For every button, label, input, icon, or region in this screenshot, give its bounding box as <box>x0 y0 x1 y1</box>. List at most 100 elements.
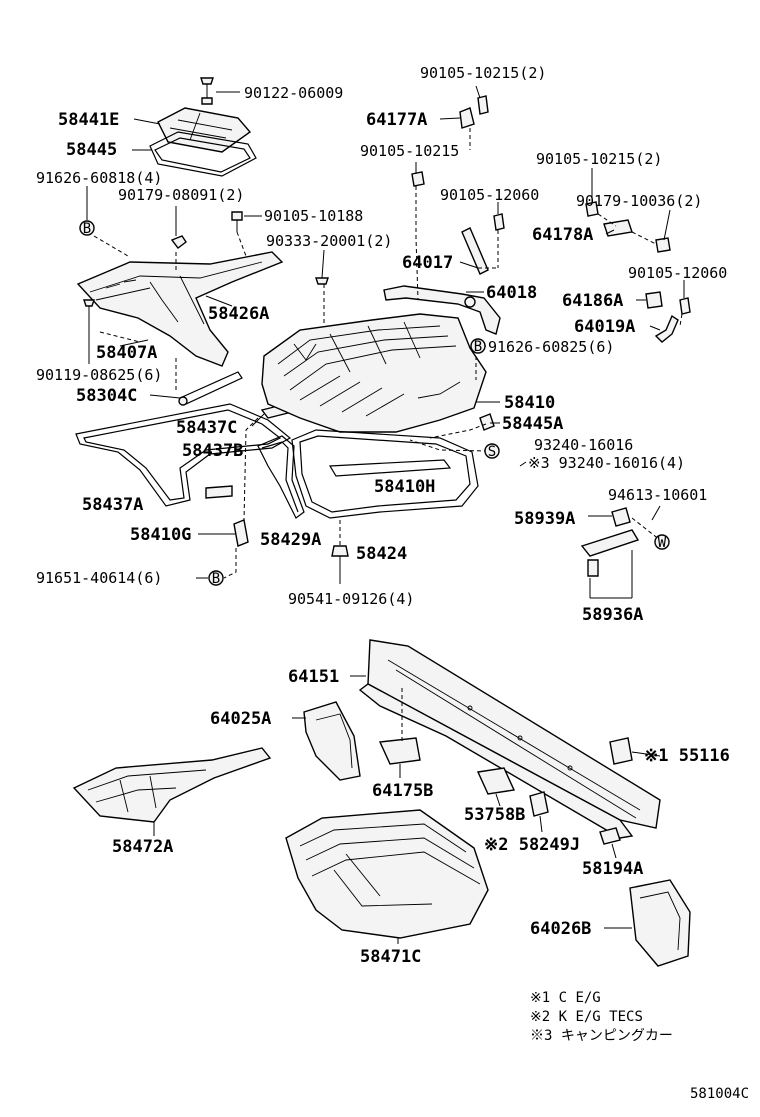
label-91651-40614-6: 91651-40614(6) <box>36 569 162 587</box>
bolt-90105-12060-icon <box>493 213 505 231</box>
marker-b-3-label: B <box>212 571 220 587</box>
part-64178a-bracket <box>603 219 633 237</box>
label-58471c: 58471C <box>360 947 421 967</box>
part-53758b-bracket <box>476 767 516 795</box>
label-58437b: 58437B <box>182 441 243 461</box>
part-64017-rod <box>461 227 489 275</box>
part-labels: 90105-10215(2) 90122-06009 64177A 58441E… <box>36 64 730 967</box>
part-58471c-panel <box>285 809 489 939</box>
label-58426a: 58426A <box>208 304 269 324</box>
label-58445: 58445 <box>66 140 117 160</box>
part-64151-cross-member <box>358 639 661 839</box>
label-53758b: 53758B <box>464 805 525 825</box>
label-90105-10215-2-right: 90105-10215(2) <box>536 150 662 168</box>
label-58429a: 58429A <box>260 530 321 550</box>
marker-b-1-label: B <box>83 221 91 237</box>
assembly-dashes <box>93 128 683 579</box>
grommet-90333-icon <box>315 277 329 285</box>
label-64026b: 64026B <box>530 919 591 939</box>
part-64025a-bracket <box>303 701 361 781</box>
label-58437c: 58437C <box>176 418 237 438</box>
marker-b-2: B <box>470 338 486 355</box>
label-58407a: 58407A <box>96 343 157 363</box>
label-58194a: 58194A <box>582 859 643 879</box>
note-2: ※2 K E/G TECS <box>530 1009 643 1025</box>
part-58437b-seal <box>205 485 233 499</box>
label-64019a: 64019A <box>574 317 635 337</box>
note-3: ※3 キャンピングカー <box>530 1028 673 1044</box>
part-58410g-clip <box>233 519 249 547</box>
marker-w: W <box>654 534 670 551</box>
label-64018: 64018 <box>486 283 537 303</box>
part-58472a-panel <box>72 747 272 823</box>
part-55116-bracket <box>609 737 633 765</box>
label-58410h: 58410H <box>374 477 435 497</box>
notes-legend: ※1 C E/G ※2 K E/G TECS ※3 キャンピングカー <box>530 990 673 1044</box>
label-64186a: 64186A <box>562 291 623 311</box>
label-64025a: 64025A <box>210 709 271 729</box>
part-64186a-clip <box>645 291 663 309</box>
part-58441e-cover <box>157 107 252 153</box>
label-94613-10601: 94613-10601 <box>608 486 707 504</box>
part-58445-gasket <box>149 131 257 177</box>
label-90105-10188: 90105-10188 <box>264 207 363 225</box>
label-58410: 58410 <box>504 393 555 413</box>
label-64175b: 64175B <box>372 781 433 801</box>
marker-b-3: B <box>208 570 224 587</box>
label-58472a: 58472A <box>112 837 173 857</box>
part-58249j-clip <box>529 791 549 817</box>
label-90541-09126-4: 90541-09126(4) <box>288 590 414 608</box>
label-93240-16016-4: ※3 93240-16016(4) <box>528 454 685 472</box>
label-90179-10036-2: 90179-10036(2) <box>576 192 702 210</box>
label-90105-12060-a: 90105-12060 <box>440 186 539 204</box>
label-58410g: 58410G <box>130 525 191 545</box>
label-64177a: 64177A <box>366 110 427 130</box>
label-58441e: 58441E <box>58 110 119 130</box>
label-90122-06009: 90122-06009 <box>244 84 343 102</box>
part-58936a-spacer <box>587 559 599 577</box>
bolt-90105-10215-icon <box>477 95 489 115</box>
grommet-90541-icon <box>331 545 349 557</box>
part-58936a-bracket <box>580 529 640 557</box>
note-1: ※1 C E/G <box>530 990 601 1006</box>
bolt-90105-10215-b-icon <box>411 171 425 187</box>
part-58410h-rail <box>328 459 452 477</box>
part-58424-rail <box>291 429 479 519</box>
part-58304c-strap <box>178 371 243 405</box>
part-64175b-bracket <box>378 737 421 765</box>
marker-b-1: B <box>79 220 95 237</box>
part-64177a-clip <box>459 107 475 129</box>
label-58936a: 58936A <box>582 605 643 625</box>
label-64017: 64017 <box>402 253 453 273</box>
part-58194a-plate <box>599 827 621 845</box>
part-58437a-seal <box>75 403 292 507</box>
marker-s: S <box>484 443 500 460</box>
bolt-94613-icon <box>611 507 631 527</box>
label-64178a: 64178A <box>532 225 593 245</box>
label-64151: 64151 <box>288 667 339 687</box>
label-93240-16016: 93240-16016 <box>534 436 633 454</box>
part-58429a-rail <box>257 435 305 519</box>
label-58249j: ※2 58249J <box>484 835 580 855</box>
part-64019a-rod <box>654 314 679 343</box>
label-91626-60818-4: 91626-60818(4) <box>36 169 162 187</box>
label-90105-10215-2-top: 90105-10215(2) <box>420 64 546 82</box>
label-58445a: 58445A <box>502 414 563 434</box>
label-90105-12060-b: 90105-12060 <box>628 264 727 282</box>
label-58304c: 58304C <box>76 386 137 406</box>
diagram-code: 581004C <box>690 1086 749 1102</box>
label-55116: ※1 55116 <box>644 746 730 766</box>
nut-90179-icon <box>170 235 187 249</box>
label-58424: 58424 <box>356 544 407 564</box>
clip-58445a-icon <box>479 413 495 431</box>
bolt-90105-12060-b-icon <box>679 297 691 315</box>
label-58939a: 58939A <box>514 509 575 529</box>
part-58407a-frame <box>76 251 284 367</box>
part-64026b-bracket <box>629 879 691 967</box>
label-90333-20001-2: 90333-20001(2) <box>266 232 392 250</box>
part-58410-floor-pan <box>261 313 487 433</box>
label-90105-10215: 90105-10215 <box>360 142 459 160</box>
label-90179-08091-2: 90179-08091(2) <box>118 186 244 204</box>
marker-s-label: S <box>488 444 496 460</box>
